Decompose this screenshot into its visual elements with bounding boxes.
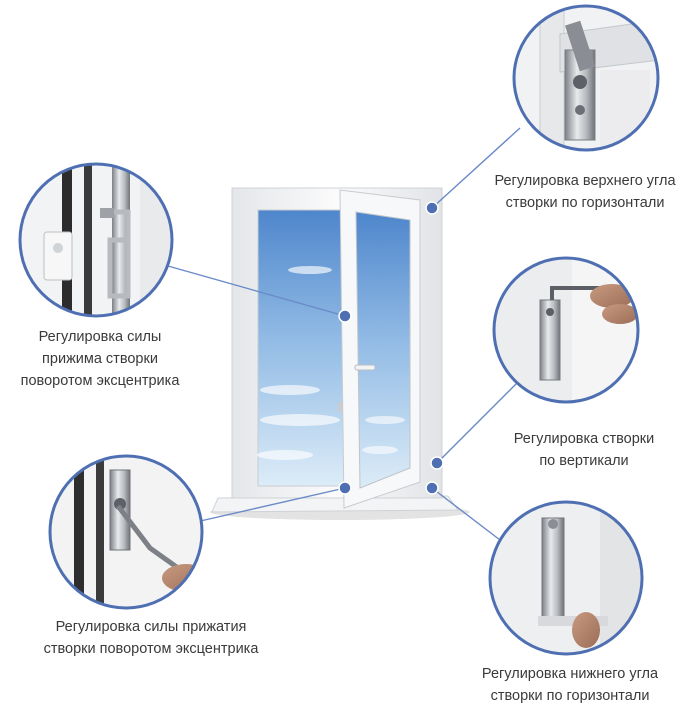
- window-illustration: [210, 187, 470, 520]
- caption-line: створки по горизонтали: [505, 195, 665, 211]
- hex-key-eccentric-icon: [48, 454, 204, 610]
- bottom-hinge-icon: [488, 500, 644, 656]
- eccentric-handle-icon: [18, 162, 174, 318]
- caption-line: поворотом эксцентрика: [20, 373, 180, 389]
- hex-key-vertical-icon: [492, 256, 640, 404]
- dot-vertical: [430, 456, 444, 470]
- connector-lines: [167, 127, 523, 541]
- caption-line: створки по горизонтали: [490, 688, 650, 704]
- dot-eccentric-bottom: [338, 481, 352, 495]
- caption-bottom-hinge: Регулировка нижнего угла створки по гори…: [445, 663, 695, 707]
- caption-line: Регулировка верхнего угла: [494, 173, 676, 189]
- dot-bottom-hinge: [425, 481, 439, 495]
- caption-line: прижима створки: [42, 351, 158, 367]
- top-hinge-icon: [512, 4, 660, 152]
- caption-line: створки поворотом эксцентрика: [43, 641, 259, 657]
- caption-line: Регулировка силы прижатия: [55, 619, 247, 635]
- caption-line: Регулировка нижнего угла: [481, 666, 659, 682]
- caption-top-hinge: Регулировка верхнего угла створки по гор…: [470, 170, 700, 214]
- dot-eccentric-left: [338, 309, 352, 323]
- caption-line: по вертикали: [539, 453, 629, 469]
- caption-line: Регулировка силы: [38, 329, 162, 345]
- dot-top-hinge: [425, 201, 439, 215]
- connector-dots: [338, 201, 444, 495]
- caption-eccentric-left: Регулировка силы прижима створки поворот…: [0, 326, 200, 392]
- caption-eccentric-bottom: Регулировка силы прижатия створки поворо…: [20, 616, 282, 660]
- caption-line: Регулировка створки: [513, 431, 655, 447]
- caption-vertical: Регулировка створки по вертикали: [476, 428, 692, 472]
